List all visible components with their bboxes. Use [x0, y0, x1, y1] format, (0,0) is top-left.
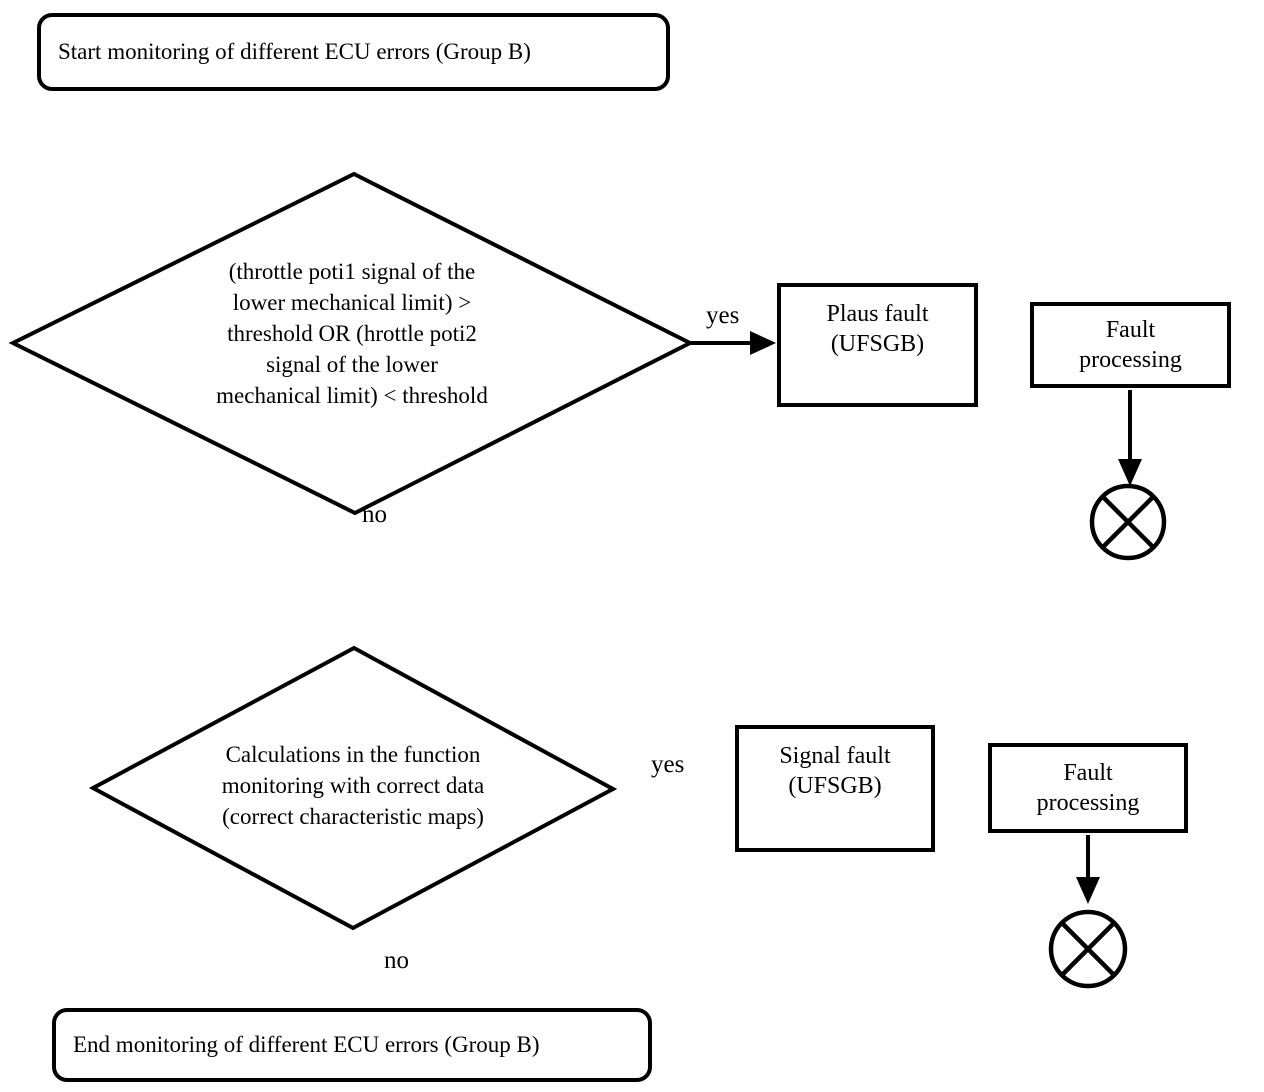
decision-2-text: Calculations in the function monitoring … — [221, 742, 485, 829]
fault-processing-2-arrow — [1076, 835, 1100, 904]
start-node: Start monitoring of different ECU errors… — [37, 13, 670, 91]
decision-2-diamond-shape — [88, 645, 618, 931]
fault-processing-1-label: Fault processing — [1079, 317, 1182, 373]
end-terminator-2-icon — [1048, 909, 1128, 989]
end-node-label: End monitoring of different ECU errors (… — [73, 1032, 540, 1057]
fault-processing-2-arrow-head-icon — [1076, 877, 1100, 904]
plaus-fault-box: Plaus fault (UFSGB) — [777, 283, 978, 407]
fault-processing-box-1: Fault processing — [1030, 302, 1231, 388]
decision-2-no-label: no — [384, 947, 409, 974]
end-node: End monitoring of different ECU errors (… — [52, 1008, 652, 1082]
yes-arrow-1 — [691, 331, 776, 355]
yes-arrow-1-head-icon — [750, 331, 776, 355]
start-node-label: Start monitoring of different ECU errors… — [58, 39, 531, 64]
fault-processing-box-2: Fault processing — [988, 743, 1188, 833]
decision-2-yes-label: yes — [651, 751, 685, 778]
signal-fault-label: Signal fault (UFSGB) — [779, 743, 891, 799]
fault-processing-1-arrow-head-icon — [1118, 459, 1142, 486]
fault-processing-1-arrow — [1118, 390, 1142, 486]
decision-1-yes-label: yes — [706, 302, 740, 329]
signal-fault-box: Signal fault (UFSGB) — [735, 725, 935, 852]
decision-1-text: (throttle poti1 signal of the lower mech… — [216, 259, 488, 408]
decision-1-diamond-shape — [8, 171, 695, 516]
end-terminator-1-icon — [1089, 483, 1167, 561]
fault-processing-2-label: Fault processing — [1036, 760, 1140, 816]
plaus-fault-label: Plaus fault (UFSGB) — [826, 301, 929, 357]
decision-1-no-label: no — [362, 501, 387, 528]
